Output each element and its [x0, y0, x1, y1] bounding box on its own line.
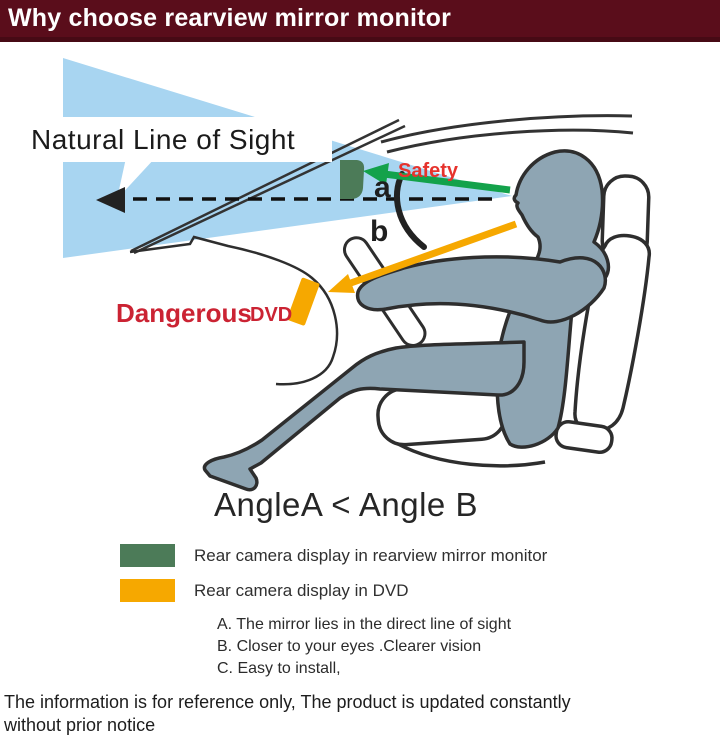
- angle-b-label: b: [370, 215, 388, 248]
- dashboard: [129, 235, 339, 386]
- legend-item-mirror: Rear camera display in rearview mirror m…: [120, 544, 547, 567]
- page-title: Why choose rearview mirror monitor: [8, 4, 452, 32]
- legend-item-dvd: Rear camera display in DVD: [120, 579, 408, 602]
- feature-item-b: B. Closer to your eyes .Clearer vision: [217, 638, 482, 655]
- dvd-screen: [287, 277, 320, 326]
- seat-cushion-edge: [397, 442, 546, 468]
- legend-label: Rear camera display in rearview mirror m…: [194, 545, 548, 565]
- title-bar: Why choose rearview mirror monitor: [0, 0, 720, 42]
- driver-leg: [202, 340, 526, 492]
- driver-diagram: Natural Line of Sight: [25, 58, 652, 492]
- dvd-label: DVD: [250, 304, 292, 326]
- legend-label: Rear camera display in DVD: [194, 580, 409, 600]
- safety-arrow: [363, 163, 511, 194]
- driver-arm: [355, 255, 607, 324]
- angle-arc: [394, 171, 427, 250]
- feature-item-a: A. The mirror lies in the direct line of…: [217, 616, 512, 633]
- sight-arrowhead: [96, 187, 125, 213]
- feature-item-c: C. Easy to install,: [217, 660, 341, 677]
- car-roof: [380, 114, 634, 154]
- dvd-arrow: [328, 220, 518, 293]
- sight-label: Natural Line of Sight: [31, 124, 295, 155]
- feature-list: A. The mirror lies in the direct line of…: [217, 614, 511, 680]
- dangerous-label: Dangerous: [116, 298, 252, 328]
- angle-comparison-caption: AngleA < Angle B: [214, 486, 478, 523]
- mirror-color-swatch: [120, 544, 175, 567]
- angle-a-label: a: [374, 171, 391, 204]
- disclaimer-text: The information is for reference only, T…: [4, 692, 571, 735]
- sight-dashed-line: [96, 187, 498, 213]
- mirror-monitor: [340, 160, 365, 199]
- windshield-pillar: [130, 118, 406, 255]
- dvd-color-swatch: [120, 579, 175, 602]
- sight-label-box: Natural Line of Sight: [25, 117, 332, 199]
- safety-label: Safety: [398, 160, 459, 182]
